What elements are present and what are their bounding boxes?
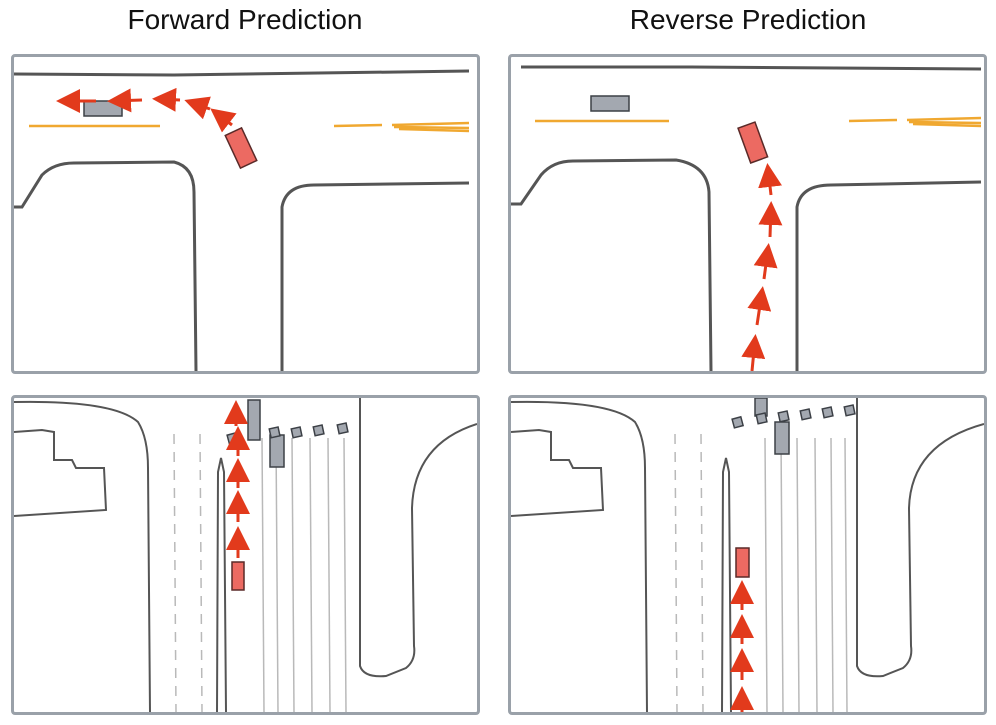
road-edges	[14, 398, 477, 712]
map-forward-multilane	[14, 398, 477, 712]
column-title-forward: Forward Prediction	[127, 4, 363, 35]
predicted-trajectory	[741, 163, 783, 371]
agent-vehicle	[83, 100, 123, 117]
panel-forward-multilane	[11, 395, 480, 715]
lane-markings	[173, 433, 347, 712]
ego-vehicle	[224, 126, 258, 170]
panel-forward-t-junction	[11, 54, 480, 374]
road-edges	[14, 69, 470, 371]
predicted-trajectory	[224, 400, 250, 558]
panel-reverse-t-junction	[508, 54, 987, 374]
panel-reverse-multilane	[508, 395, 987, 715]
agent-vehicles	[226, 399, 349, 468]
column-title-reverse: Reverse Prediction	[629, 4, 867, 35]
road-edges	[511, 65, 982, 371]
lane-markings	[535, 116, 982, 128]
agent-vehicles	[731, 398, 856, 455]
map-reverse-multilane	[511, 398, 984, 712]
agent-vehicle	[590, 95, 630, 112]
ego-vehicle	[735, 547, 750, 578]
map-forward-t-junction	[14, 69, 470, 371]
predicted-trajectory	[56, 87, 237, 133]
road-edges	[511, 398, 984, 712]
map-reverse-t-junction	[511, 65, 982, 371]
ego-vehicle	[231, 561, 245, 591]
lane-markings	[29, 121, 470, 133]
lane-markings	[674, 433, 848, 712]
ego-vehicle	[737, 121, 769, 164]
